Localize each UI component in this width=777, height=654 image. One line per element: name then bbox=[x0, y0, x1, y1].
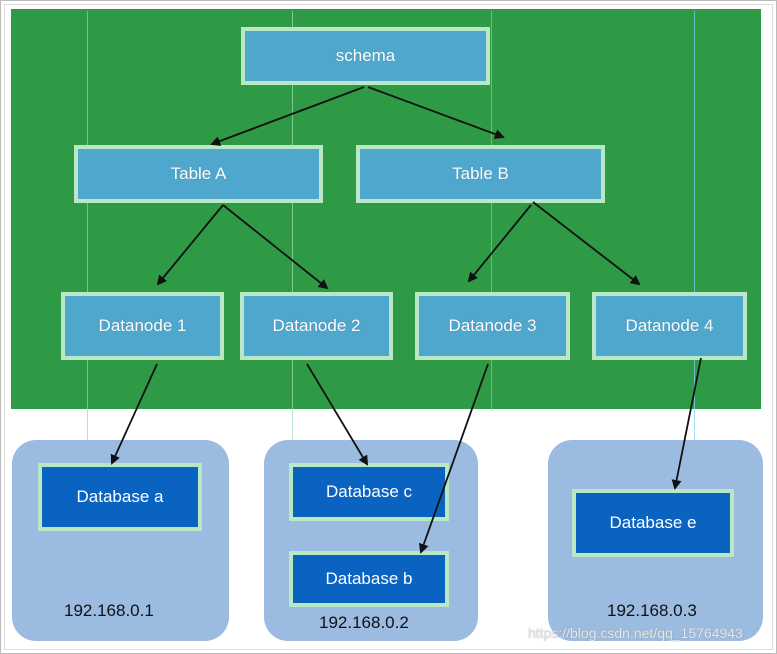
table-a-node: Table A bbox=[74, 145, 323, 203]
datanode-4-node: Datanode 4 bbox=[592, 292, 747, 360]
database-a-node: Database a bbox=[38, 463, 202, 531]
server-ip-1: 192.168.0.1 bbox=[64, 601, 154, 620]
table-b-node: Table B bbox=[356, 145, 605, 203]
server-ip-3: 192.168.0.3 bbox=[607, 601, 697, 620]
schema-node: schema bbox=[241, 27, 490, 85]
database-b-node: Database b bbox=[289, 551, 449, 607]
datanode-2-node: Datanode 2 bbox=[240, 292, 393, 360]
database-c-node: Database c bbox=[289, 463, 449, 521]
datanode-1-node: Datanode 1 bbox=[61, 292, 224, 360]
server-ip-2: 192.168.0.2 bbox=[319, 613, 409, 632]
watermark-text: https://blog.csdn.net/qq_15764943 bbox=[528, 625, 743, 641]
datanode-3-node: Datanode 3 bbox=[415, 292, 570, 360]
database-e-node: Database e bbox=[572, 489, 734, 557]
